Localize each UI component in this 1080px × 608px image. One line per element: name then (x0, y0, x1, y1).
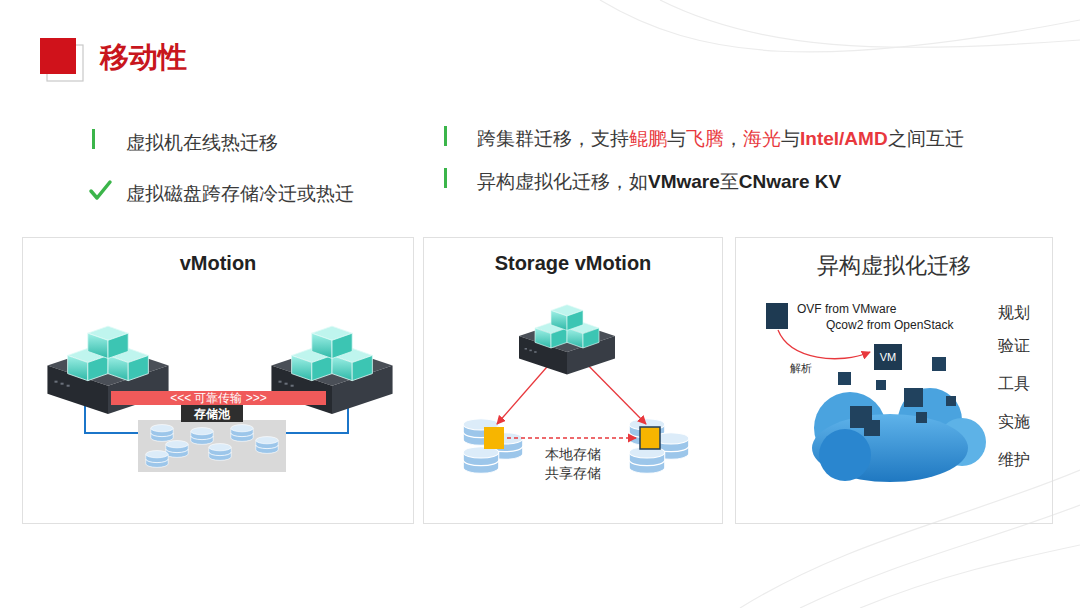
bullet-check (91, 182, 110, 198)
step-label: 工具 (998, 374, 1030, 394)
storage-caption: 共享存储 (545, 464, 601, 482)
slide-title: 移动性 (100, 38, 187, 78)
bullet-line: 跨集群迁移，支持鲲鹏与飞腾，海光与Intel/AMD之间互迁 (477, 127, 964, 151)
source-format: OVF from VMware (797, 302, 896, 316)
bullet-text: ， (724, 127, 743, 151)
panel: vMotion <<< 可靠传输 >>> 存储池 (22, 237, 414, 524)
panel-heading: vMotion (23, 252, 413, 275)
bullet-highlight: 飞腾 (686, 127, 724, 151)
bullet-highlight: 海光 (743, 127, 781, 151)
step-label: 规划 (998, 303, 1030, 323)
bullet-bold: CNware KV (739, 170, 841, 194)
box-label: VM (880, 351, 897, 363)
vm-box: VM (874, 344, 902, 370)
decor-lines (600, 0, 1080, 608)
panel-heading: Storage vMotion (424, 252, 722, 275)
step-label: 实施 (998, 412, 1030, 432)
vmotion-figure (47, 326, 392, 472)
bullet-highlight: 鲲鹏 (629, 127, 667, 151)
bullet-bar (444, 126, 447, 146)
box-label: 存储池 (194, 407, 230, 421)
box-label: <<< 可靠传输 >>> (170, 391, 267, 405)
bullet-text: 至 (720, 170, 739, 194)
storage-pool-tag: 存储池 (181, 405, 243, 422)
bullet-text: 之间互迁 (888, 127, 964, 151)
bullet-line: 异构虚拟化迁移，如VMware至CNware KV (477, 170, 841, 194)
step-label: 维护 (998, 450, 1030, 470)
bullet-text: 跨集群迁移，支持 (477, 127, 629, 151)
panel-heading: 异构虚拟化迁移 (736, 251, 1052, 281)
bullet-text: 虚拟机在线热迁移 (126, 131, 278, 155)
bullet-bar (444, 168, 447, 188)
bullet-highlight: Intel/AMD (800, 127, 888, 151)
bullet-text: 虚拟磁盘跨存储冷迁或热迁 (126, 182, 354, 206)
storage-vmotion-figure (463, 305, 688, 474)
bullet-text: 与 (667, 127, 686, 151)
source-format: Qcow2 from OpenStack (826, 318, 953, 332)
bullet-text: 与 (781, 127, 800, 151)
bullet-text: 异构虚拟化迁移，如 (477, 170, 648, 194)
storage-caption: 本地存储 (545, 445, 601, 463)
arrow-label: 解析 (790, 362, 812, 375)
transfer-bar: <<< 可靠传输 >>> (111, 391, 326, 405)
bullet-bold: VMware (648, 170, 720, 194)
title-icon (40, 38, 76, 74)
bullet-bar (92, 129, 95, 149)
step-label: 验证 (998, 336, 1030, 356)
hetero-figure (766, 303, 986, 482)
